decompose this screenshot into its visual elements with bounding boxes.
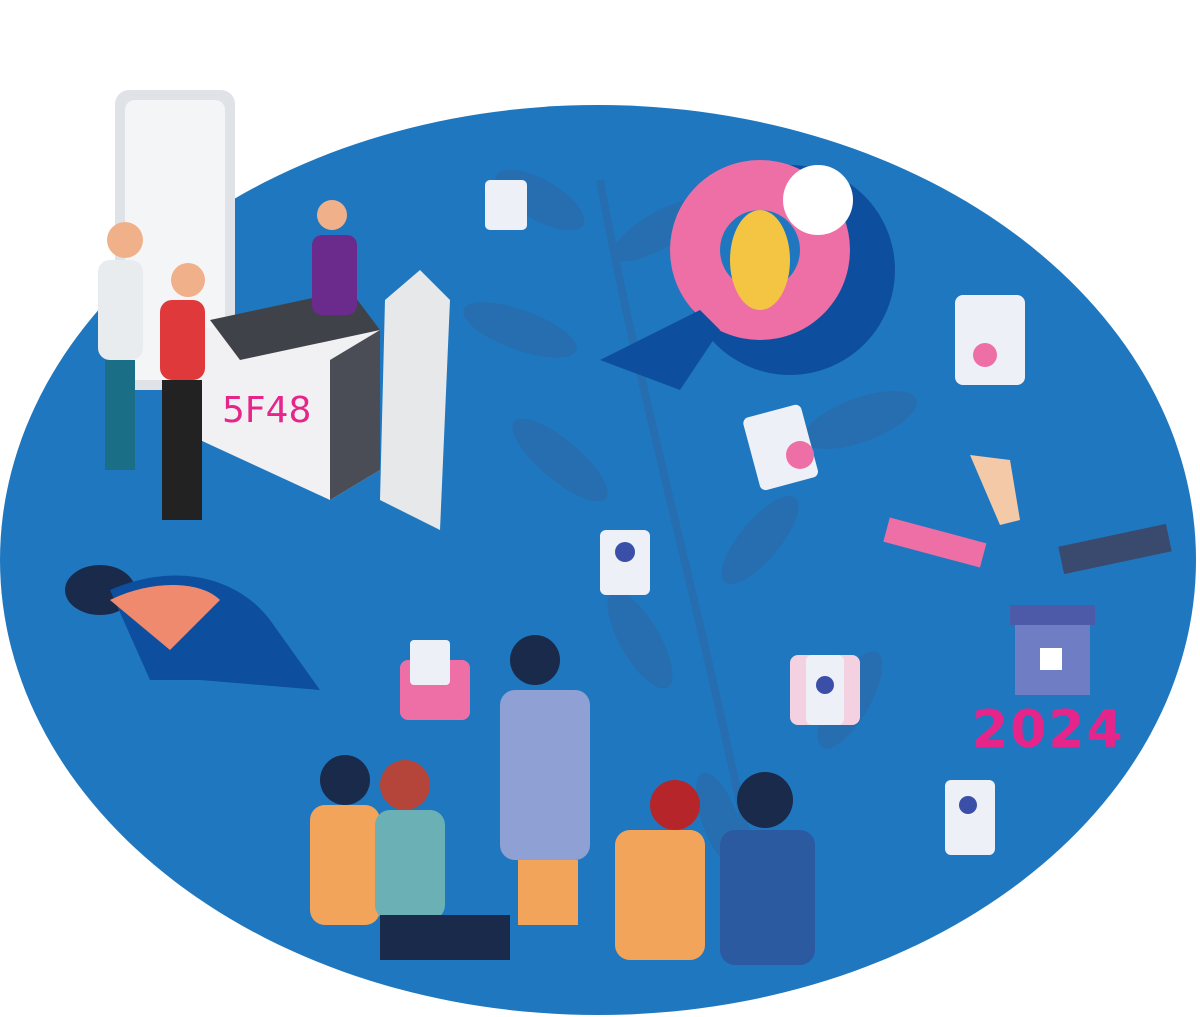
audience-people <box>310 755 815 965</box>
person-snorkeler <box>65 565 320 690</box>
year-label: 2024 <box>972 700 1125 760</box>
person-on-swim-ring <box>600 160 895 390</box>
document-icons <box>400 180 1025 855</box>
presenter-with-microphone <box>500 635 590 925</box>
person-man-visitor <box>98 222 143 470</box>
ballot-box-with-hands <box>883 455 1172 695</box>
person-woman-visitor <box>160 263 205 520</box>
booth-code-label: 5F48 <box>222 390 312 431</box>
person-staff <box>312 200 357 315</box>
